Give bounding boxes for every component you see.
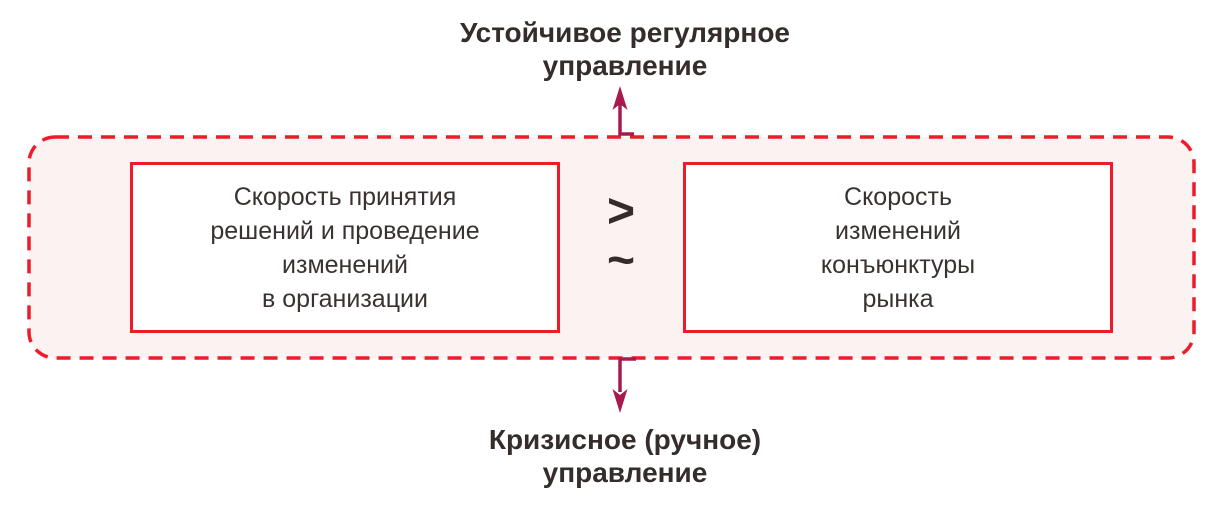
top-label-line1: Устойчивое регулярное (459, 17, 790, 48)
left-box-line2: решений и проведение (210, 216, 480, 245)
bottom-label: Кризисное (ручное) управление (325, 423, 925, 489)
down-arrow-icon (612, 357, 636, 413)
comparison-operators: > ~ (585, 185, 657, 287)
top-label: Устойчивое регулярное управление (325, 16, 925, 82)
right-box-line1: Скорость (844, 182, 952, 211)
tilde-symbol: ~ (606, 234, 636, 287)
right-box-line4: рынка (862, 284, 934, 313)
left-box-line3: изменений (282, 250, 408, 279)
bottom-label-line2: управление (542, 457, 708, 488)
right-box: Скорость изменений конъюнктуры рынка (683, 162, 1113, 333)
bottom-label-line1: Кризисное (ручное) (488, 424, 762, 455)
right-box-line2: изменений (835, 216, 961, 245)
left-box: Скорость принятия решений и проведение и… (130, 162, 560, 333)
left-box-line1: Скорость принятия (233, 182, 457, 211)
right-box-line3: конъюнктуры (820, 250, 976, 279)
greater-than-symbol: > (606, 185, 636, 238)
up-arrow-icon (612, 86, 634, 136)
left-box-line4: в организации (262, 284, 428, 313)
top-label-line2: управление (542, 50, 708, 81)
